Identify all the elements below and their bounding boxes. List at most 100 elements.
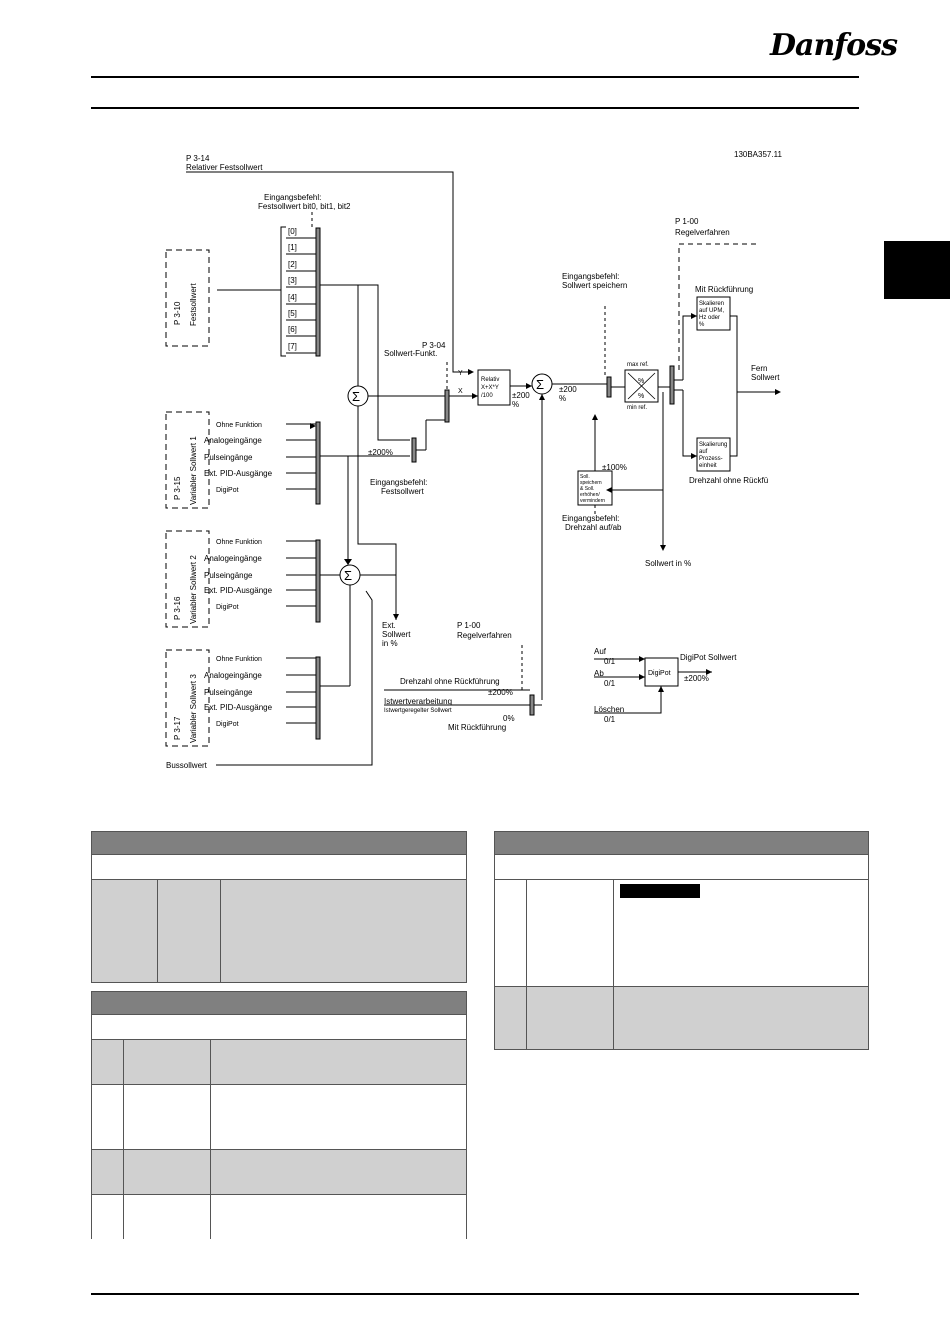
table-cell bbox=[210, 1149, 467, 1195]
freeze-block-line-3: & Soll. bbox=[580, 486, 594, 492]
vs3-analog: Analogeingänge bbox=[204, 671, 262, 680]
p310-label: Festsollwert bbox=[189, 283, 198, 326]
mux-ist-label: Istwertverarbeitung bbox=[384, 697, 452, 706]
digipot-loeschen-label: Löschen bbox=[594, 705, 624, 714]
mux-range: ±200% bbox=[488, 688, 513, 697]
preset-in-label: Festsollwert bbox=[381, 487, 424, 496]
preset-slot-4: [4] bbox=[288, 293, 297, 302]
digipot-out-label: DigiPot Sollwert bbox=[680, 653, 737, 662]
p317-label: Variabler Sollwert 3 bbox=[189, 674, 198, 743]
preset-slot-3: [3] bbox=[288, 276, 297, 285]
parameter-table-left-1 bbox=[91, 831, 467, 983]
chapter-tab bbox=[884, 241, 950, 299]
p100-bottom-param: P 1-00 bbox=[457, 621, 481, 630]
vs2-ohne-funktion: Ohne Funktion bbox=[216, 539, 262, 546]
preset-slot-1: [1] bbox=[288, 243, 297, 252]
p315-param: P 3-15 bbox=[173, 476, 182, 500]
p100-bottom-label: Regelverfahren bbox=[457, 631, 512, 640]
relative-block-line-1: Relativ bbox=[481, 377, 499, 383]
table-cell bbox=[91, 1149, 124, 1195]
speed-cmd-title: Eingangsbefehl: bbox=[562, 514, 619, 523]
p317-param: P 3-17 bbox=[173, 716, 182, 740]
scale-upm-line-1: Skalieren bbox=[699, 301, 724, 307]
preset-slot-7: [7] bbox=[288, 342, 297, 351]
preset-slot-0: [0] bbox=[288, 227, 297, 236]
table-cell bbox=[123, 1149, 211, 1195]
digipot-auf-value: 0/1 bbox=[604, 657, 616, 666]
speed-cmd-label: Drehzahl auf/ab bbox=[565, 523, 622, 532]
preset-slot-2: [2] bbox=[288, 260, 297, 269]
sollwert-in-pct: Sollwert in % bbox=[645, 559, 691, 568]
vs2-analog: Analogeingänge bbox=[204, 554, 262, 563]
table-subheader bbox=[91, 1014, 467, 1040]
table-header bbox=[91, 991, 467, 1015]
table-cell bbox=[123, 1084, 211, 1150]
p304-label: Sollwert-Funkt. bbox=[384, 349, 437, 358]
sum-symbol-2: Σ bbox=[344, 568, 352, 583]
vs2-digipot: DigiPot bbox=[216, 604, 239, 611]
y-input-label: Y bbox=[458, 370, 463, 377]
freeze-ref-title: Eingangsbefehl: bbox=[562, 272, 619, 281]
table-cell bbox=[220, 879, 467, 983]
ref-range-unit: % bbox=[559, 394, 566, 403]
mit-rueckfuehrung-label: Mit Rückführung bbox=[695, 285, 753, 294]
reference-block-diagram: Σ Σ Σ % % 130BA357.11 P 3-14 Relativer F… bbox=[165, 150, 782, 770]
vs1-ext-pid: Ext. PID-Ausgänge bbox=[204, 469, 273, 478]
sum-output-range: ±200 bbox=[512, 391, 530, 400]
scale-upm-line-4: % bbox=[699, 322, 705, 328]
ext-sollwert-line-2: Sollwert bbox=[382, 630, 411, 639]
table-cell bbox=[494, 986, 527, 1050]
ext-sollwert-line-3: in % bbox=[382, 639, 398, 648]
vs3-digipot: DigiPot bbox=[216, 721, 239, 728]
freeze-ref-label: Sollwert speichern bbox=[562, 281, 627, 290]
p310-param: P 3-10 bbox=[173, 301, 182, 325]
vs3-ext-pid: Ext. PID-Ausgänge bbox=[204, 703, 273, 712]
preset-range: ±200% bbox=[368, 448, 393, 457]
vs2-ext-pid: Ext. PID-Ausgänge bbox=[204, 586, 273, 595]
scale-proc-line-2: auf bbox=[699, 449, 708, 455]
fern-sollwert-line-1: Fern bbox=[751, 364, 767, 373]
table-cell bbox=[91, 879, 158, 983]
min-ref-label: min ref. bbox=[627, 405, 647, 411]
sum-output-unit: % bbox=[512, 400, 519, 409]
freeze-block-line-2: speichern bbox=[580, 480, 602, 486]
table-cell bbox=[91, 1194, 124, 1239]
p316-param: P 3-16 bbox=[173, 596, 182, 620]
table-cell bbox=[210, 1194, 467, 1239]
table-cell bbox=[526, 879, 614, 987]
table-cell bbox=[123, 1039, 211, 1085]
table-cell bbox=[91, 1039, 124, 1085]
table-cell bbox=[157, 879, 221, 983]
preset-cmd-title: Eingangsbefehl: bbox=[264, 193, 321, 202]
mux-zero: 0% bbox=[503, 714, 515, 723]
freeze-block-line-5: vermindern bbox=[580, 498, 605, 504]
ref-range: ±200 bbox=[559, 385, 577, 394]
freeze-range: ±100% bbox=[602, 463, 627, 472]
digipot-auf-label: Auf bbox=[594, 647, 607, 656]
bussollwert-label: Bussollwert bbox=[166, 761, 208, 770]
vs1-digipot: DigiPot bbox=[216, 487, 239, 494]
table-cell bbox=[494, 879, 527, 987]
p315-label: Variabler Sollwert 1 bbox=[189, 436, 198, 505]
preset-cmd-label: Festsollwert bit0, bit1, bit2 bbox=[258, 202, 351, 211]
header-rule bbox=[91, 76, 859, 78]
table-cell bbox=[91, 1084, 124, 1150]
table-cell bbox=[526, 986, 614, 1050]
preset-slot-5: [5] bbox=[288, 309, 297, 318]
digipot-loeschen-value: 0/1 bbox=[604, 715, 616, 724]
vs3-ohne-funktion: Ohne Funktion bbox=[216, 656, 262, 663]
vs1-ohne-funktion: Ohne Funktion bbox=[216, 422, 262, 429]
limiter-symbol-top: % bbox=[638, 378, 644, 385]
danfoss-logo: Danfoss bbox=[770, 28, 898, 63]
table-cell bbox=[123, 1194, 211, 1239]
parameter-table-left-2 bbox=[91, 991, 467, 1239]
table-subheader bbox=[91, 854, 467, 880]
limiter-symbol-bottom: % bbox=[638, 393, 644, 400]
parameter-table-right bbox=[494, 831, 869, 1050]
table-subheader bbox=[494, 854, 869, 880]
scale-upm-line-2: auf UPM, bbox=[699, 308, 724, 314]
vs1-analog: Analogeingänge bbox=[204, 436, 262, 445]
digipot-ab-label: Ab bbox=[594, 669, 604, 678]
scale-upm-line-3: Hz oder bbox=[699, 315, 720, 321]
sum-symbol-1: Σ bbox=[352, 389, 360, 404]
